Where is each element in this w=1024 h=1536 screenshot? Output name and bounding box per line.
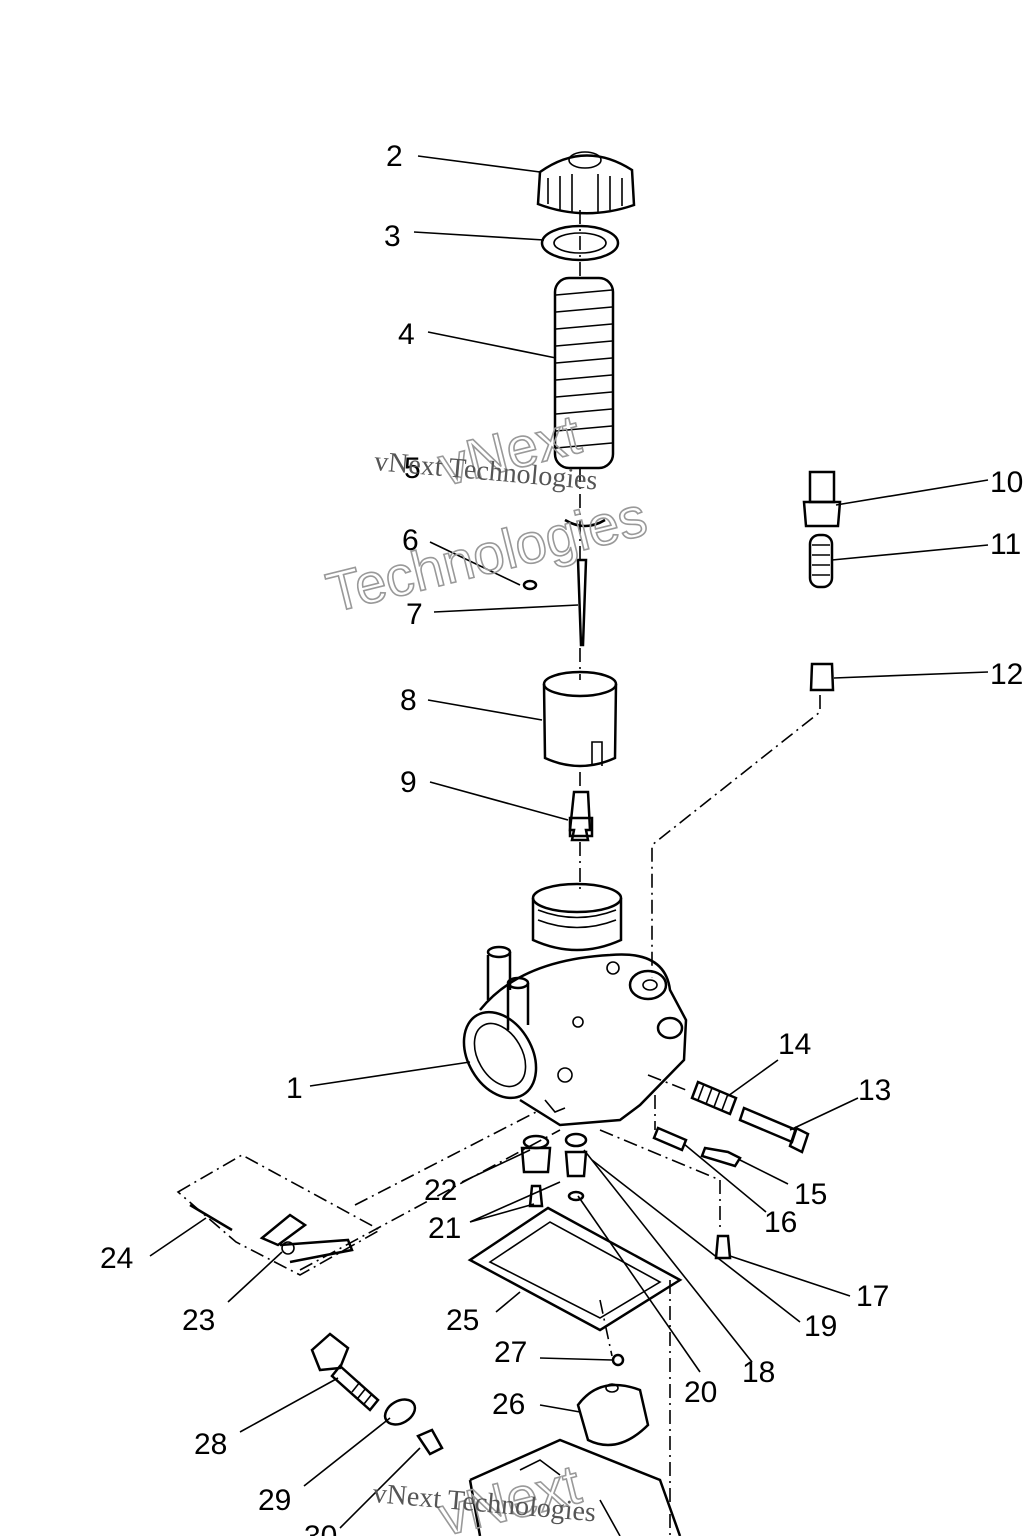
part-throttle-valve <box>542 670 618 768</box>
callout-5: 5 <box>404 452 421 485</box>
callout-6: 6 <box>402 524 419 557</box>
callout-23: 23 <box>182 1304 215 1337</box>
callout-21: 21 <box>428 1212 461 1245</box>
callout-29: 29 <box>258 1484 291 1517</box>
part-float <box>576 1353 650 1447</box>
callout-4: 4 <box>398 318 415 351</box>
callout-28: 28 <box>194 1428 227 1461</box>
callout-7: 7 <box>406 598 423 631</box>
watermark-bottom: vNext vNext Technologies <box>372 1451 598 1536</box>
part-cap <box>536 151 636 215</box>
callout-17: 17 <box>856 1280 889 1313</box>
callout-2: 2 <box>386 140 403 173</box>
part-jet-needle <box>576 558 588 647</box>
callout-16: 16 <box>764 1206 797 1239</box>
callout-3: 3 <box>384 220 401 253</box>
callout-25: 25 <box>446 1304 479 1337</box>
part-spring <box>553 276 615 470</box>
part-carburetor-body <box>462 882 688 1127</box>
callout-11: 11 <box>990 528 1021 561</box>
leader-lines <box>149 155 989 1529</box>
callout-27: 27 <box>494 1336 527 1369</box>
part-jets <box>520 1132 588 1208</box>
callout-10: 10 <box>990 466 1023 499</box>
watermark-outline-line2: Technologies <box>320 484 652 624</box>
part-pilot-assembly <box>802 470 842 692</box>
callout-24: 24 <box>100 1242 133 1275</box>
callout-15: 15 <box>794 1178 827 1211</box>
callout-19: 19 <box>804 1310 837 1343</box>
callout-20: 20 <box>684 1376 717 1409</box>
watermark-top: vNext Technologies vNext Technologies <box>319 401 653 625</box>
part-clip <box>564 518 606 528</box>
callout-14: 14 <box>778 1028 811 1061</box>
callout-9: 9 <box>400 766 417 799</box>
part-washer <box>540 224 620 262</box>
callout-13: 13 <box>858 1074 891 1107</box>
callout-12: 12 <box>990 658 1023 691</box>
part-needle-jet <box>568 790 594 842</box>
part-drain-bolt <box>310 1332 444 1456</box>
part-float-pin-bracket <box>176 1154 382 1276</box>
pilot-line <box>651 695 821 978</box>
callout-8: 8 <box>400 684 417 717</box>
callout-18: 18 <box>742 1356 775 1389</box>
callout-labels: 2 3 4 5 6 7 8 9 10 11 12 1 14 13 15 16 1… <box>100 140 1023 1536</box>
callout-1: 1 <box>286 1072 303 1105</box>
callout-26: 26 <box>492 1388 525 1421</box>
part-idle-screw-assembly <box>652 1080 810 1260</box>
part-gasket <box>467 1206 683 1332</box>
callout-30: 30 <box>304 1520 337 1536</box>
part-small-clip <box>522 579 538 591</box>
callout-22: 22 <box>424 1174 457 1207</box>
